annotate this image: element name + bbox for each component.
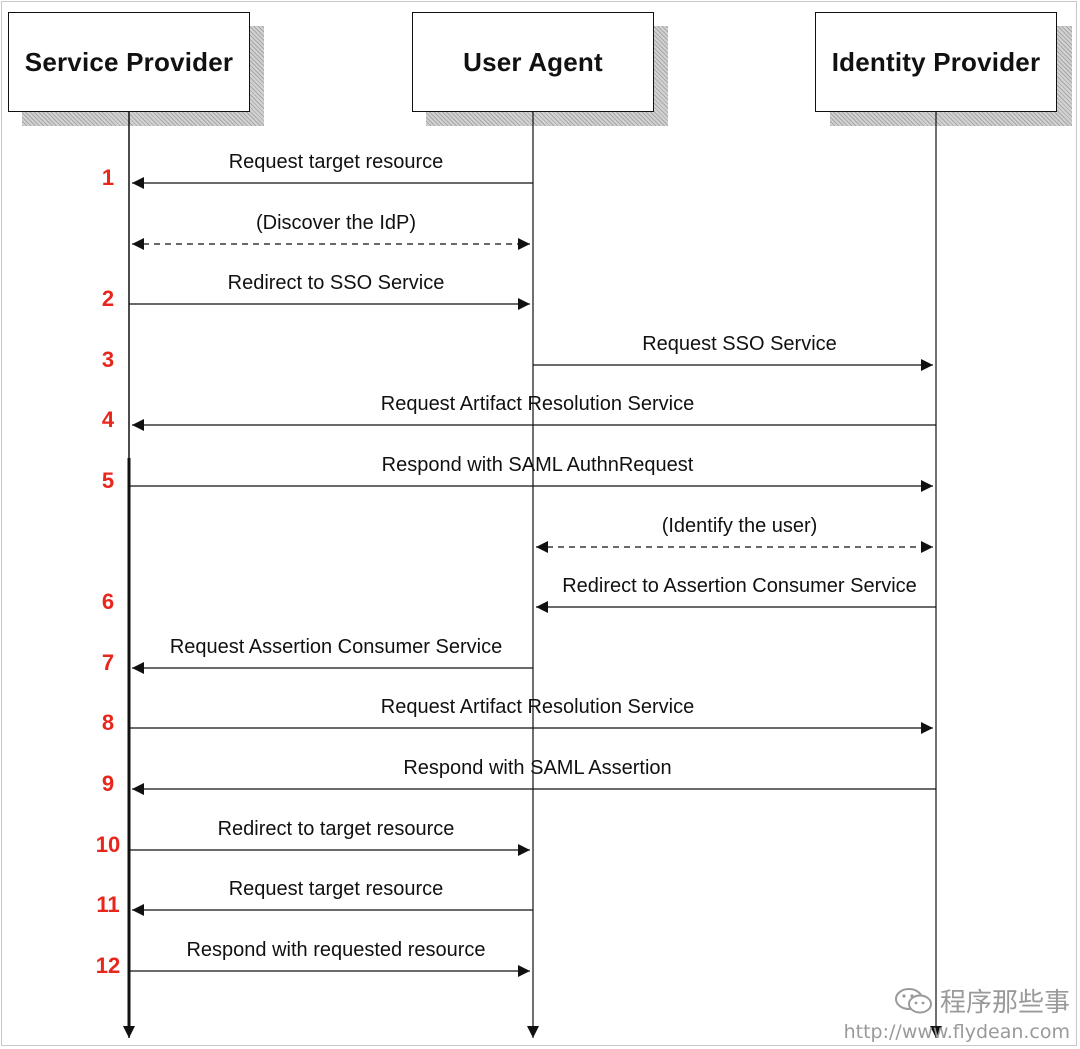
message-label: (Identify the user) — [662, 515, 818, 537]
actor-label: Identity Provider — [831, 46, 1041, 77]
message-label: (Discover the IdP) — [256, 212, 416, 234]
message-label: Request Assertion Consumer Service — [170, 636, 502, 658]
message-label: Request SSO Service — [642, 333, 837, 355]
actor-identity-provider: Identity Provider — [815, 12, 1057, 112]
actor-label: User Agent — [463, 46, 603, 77]
step-number: 1 — [102, 165, 114, 190]
watermark: 程序那些事 http://www.flydean.com — [844, 982, 1070, 1043]
actor-user-agent: User Agent — [412, 12, 654, 112]
message-label: Request Artifact Resolution Service — [381, 696, 695, 718]
message-label: Respond with requested resource — [186, 939, 485, 961]
actor-label: Service Provider — [24, 46, 234, 77]
message-label: Respond with SAML Assertion — [403, 757, 671, 779]
step-number: 6 — [102, 589, 114, 614]
step-number: 7 — [102, 650, 114, 675]
step-number: 2 — [102, 286, 114, 311]
step-number: 5 — [102, 468, 114, 493]
step-number: 9 — [102, 771, 114, 796]
step-number: 4 — [102, 407, 115, 432]
step-number: 11 — [96, 892, 119, 917]
wechat-icon — [894, 987, 932, 1013]
message-label: Redirect to Assertion Consumer Service — [562, 575, 917, 597]
watermark-url: http://www.flydean.com — [843, 1021, 1070, 1043]
message-label: Request target resource — [229, 878, 444, 900]
step-number: 8 — [102, 710, 114, 735]
message-label: Request target resource — [229, 151, 444, 173]
message-label: Respond with SAML AuthnRequest — [382, 454, 694, 476]
watermark-title: 程序那些事 — [939, 988, 1070, 1018]
actor-service-provider: Service Provider — [8, 12, 250, 112]
message-label: Redirect to SSO Service — [228, 272, 445, 294]
step-number: 10 — [96, 832, 120, 857]
message-label: Redirect to target resource — [218, 818, 455, 840]
step-number: 12 — [96, 953, 120, 978]
message-label: Request Artifact Resolution Service — [381, 393, 695, 415]
step-number: 3 — [102, 347, 114, 372]
